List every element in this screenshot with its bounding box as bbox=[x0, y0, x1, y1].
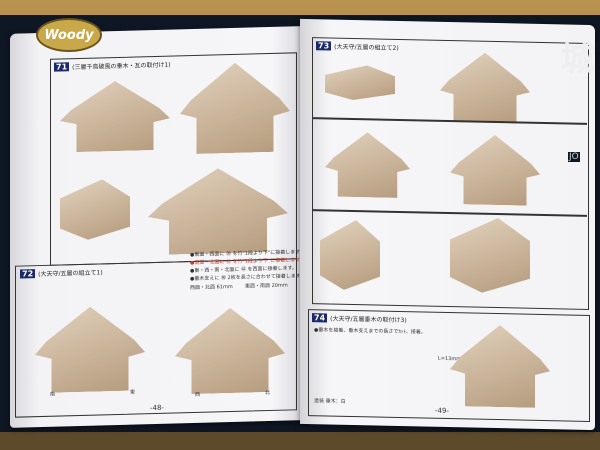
direction-label: 西 bbox=[195, 391, 201, 398]
paint-note: 塗装 垂木：白 bbox=[314, 398, 346, 405]
box-title: 城 bbox=[554, 40, 594, 74]
wooden-table bbox=[0, 432, 600, 450]
left-page: 71 (三層千鳥破風の垂木・瓦の取付け1) 72 (大天守/五層の組立て1) ●… bbox=[10, 26, 302, 428]
step-title: (大天守/五層の組立て1) bbox=[38, 269, 103, 279]
step-title: (大天守/五層垂木の取付け3) bbox=[330, 315, 407, 325]
page-number: -49- bbox=[435, 406, 449, 416]
step-title: (大天守/五層の組立て2) bbox=[334, 43, 399, 52]
direction-label: 南 bbox=[50, 391, 56, 398]
step-number: 73 bbox=[316, 41, 332, 51]
box-subtitle: JO bbox=[568, 152, 580, 162]
direction-label: 北 bbox=[265, 390, 271, 397]
measurement-label: 東面・南面 20mm bbox=[245, 282, 288, 290]
measurement-label: 西面・北面 61mm bbox=[190, 283, 233, 292]
step-number: 74 bbox=[312, 313, 328, 323]
step-number: 72 bbox=[20, 269, 36, 279]
page-number: -48- bbox=[150, 403, 164, 413]
step-number: 71 bbox=[54, 62, 70, 72]
brand-logo: Woody bbox=[36, 18, 102, 52]
instruction-booklet: 71 (三層千鳥破風の垂木・瓦の取付け1) 72 (大天守/五層の組立て1) ●… bbox=[10, 18, 595, 431]
direction-label: 東 bbox=[130, 389, 136, 396]
step-73-heading: 73 (大天守/五層の組立て2) bbox=[316, 41, 399, 52]
right-page: 73 (大天守/五層の組立て2) 74 (大天守/五層垂木の取付け3) ●垂木を… bbox=[300, 18, 595, 431]
